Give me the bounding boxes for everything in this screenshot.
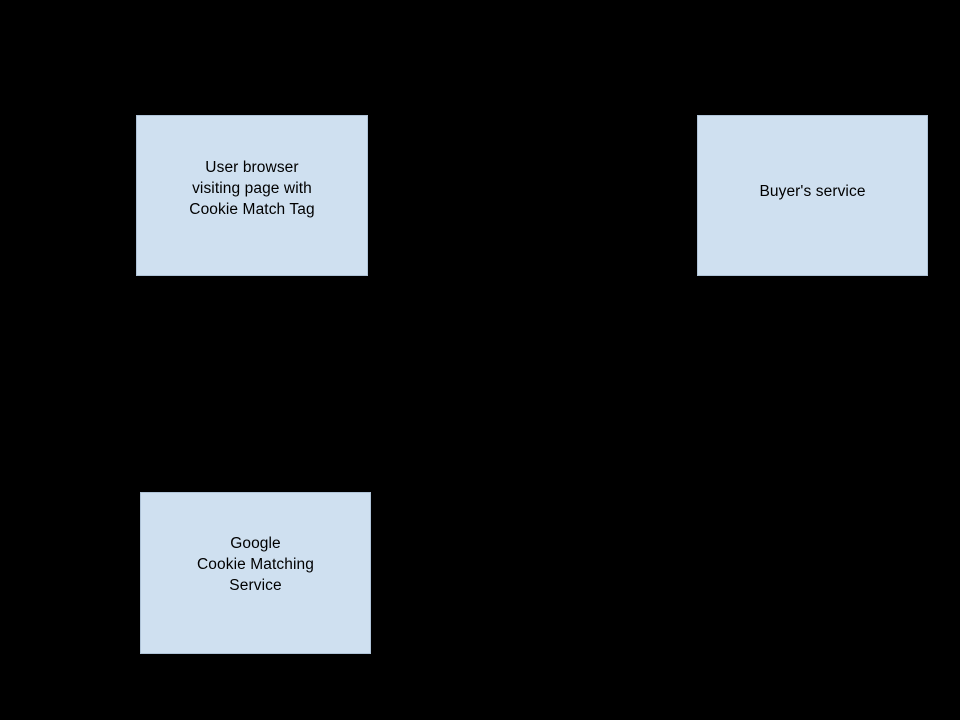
node-user-browser[interactable]: User browser visiting page with Cookie M… [136, 115, 368, 276]
node-google-cookie-matching-label: Google Cookie Matching Service [197, 535, 314, 594]
node-buyers-service-label: Buyer's service [759, 183, 866, 200]
node-buyers-service[interactable]: Buyer's service [697, 115, 928, 276]
node-user-browser-label: User browser visiting page with Cookie M… [189, 159, 315, 218]
node-google-cookie-matching[interactable]: Google Cookie Matching Service [140, 492, 371, 654]
